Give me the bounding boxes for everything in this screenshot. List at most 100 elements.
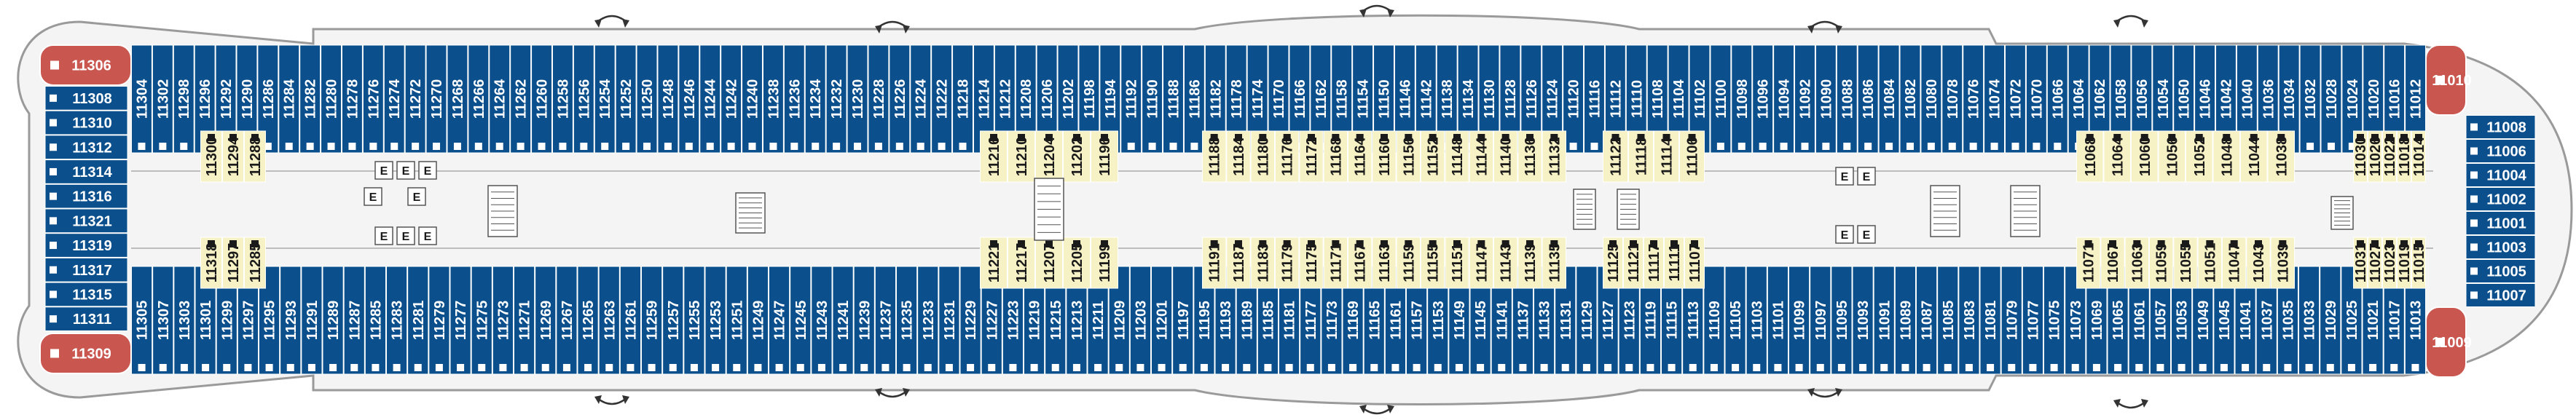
- cabin-11229[interactable]: [959, 266, 981, 375]
- cabin-11030[interactable]: [2353, 130, 2368, 183]
- cabin-11264[interactable]: [489, 44, 511, 154]
- cabin-11285[interactable]: [364, 266, 387, 375]
- cabin-11247[interactable]: [769, 266, 790, 375]
- cabin-11250[interactable]: [636, 44, 658, 154]
- cabin-11014[interactable]: [2411, 130, 2426, 183]
- cabin-11051[interactable]: [2197, 237, 2223, 289]
- cabin-11080[interactable]: [1920, 44, 1942, 154]
- cabin-11265[interactable]: [577, 266, 599, 375]
- cabin-11260[interactable]: [531, 44, 552, 154]
- cabin-11083[interactable]: [1958, 266, 1980, 375]
- cabin-11251[interactable]: [726, 266, 747, 375]
- cabin-11308[interactable]: [44, 86, 128, 111]
- cabin-11232[interactable]: [825, 44, 847, 154]
- cabin-11240[interactable]: [742, 44, 763, 154]
- cabin-11088[interactable]: [1836, 44, 1858, 154]
- cabin-11238[interactable]: [762, 44, 784, 154]
- cabin-11314[interactable]: [44, 159, 128, 184]
- cabin-11082[interactable]: [1899, 44, 1921, 154]
- suite-11309[interactable]: 11309: [39, 333, 132, 374]
- cabin-11293[interactable]: [280, 266, 302, 375]
- cabin-11022[interactable]: [2382, 130, 2397, 183]
- cabin-11197[interactable]: [1172, 266, 1194, 375]
- cabin-11321[interactable]: [44, 208, 128, 234]
- cabin-11071[interactable]: [2076, 237, 2101, 289]
- cabin-11237[interactable]: [874, 266, 897, 375]
- cabin-11274[interactable]: [383, 44, 405, 154]
- cabin-11032[interactable]: [2299, 44, 2321, 154]
- cabin-11078[interactable]: [1941, 44, 1963, 154]
- cabin-11262[interactable]: [510, 44, 532, 154]
- cabin-11268[interactable]: [447, 44, 468, 154]
- suite-11009[interactable]: 11009: [2425, 306, 2472, 378]
- cabin-11075[interactable]: [2043, 266, 2065, 375]
- cabin-11084[interactable]: [1878, 44, 1900, 154]
- cabin-11094[interactable]: [1773, 44, 1795, 154]
- cabin-11097[interactable]: [1810, 266, 1831, 375]
- cabin-11224[interactable]: [910, 44, 932, 154]
- suite-11010[interactable]: 11010: [2425, 44, 2472, 116]
- cabin-11101[interactable]: [1767, 266, 1788, 375]
- cabin-11278[interactable]: [341, 44, 363, 154]
- cabin-11018[interactable]: [2397, 130, 2411, 183]
- cabin-11028[interactable]: [2320, 44, 2342, 154]
- cabin-11031[interactable]: [2353, 237, 2368, 289]
- cabin-11252[interactable]: [615, 44, 637, 154]
- cabin-11275[interactable]: [471, 266, 492, 375]
- cabin-11307[interactable]: [152, 266, 174, 375]
- cabin-11019[interactable]: [2397, 237, 2411, 289]
- cabin-11261[interactable]: [619, 266, 641, 375]
- cabin-11188[interactable]: [1163, 44, 1184, 154]
- cabin-11256[interactable]: [573, 44, 594, 154]
- cabin-11245[interactable]: [790, 266, 812, 375]
- cabin-11024[interactable]: [2341, 44, 2363, 154]
- cabin-11033[interactable]: [2298, 266, 2320, 375]
- cabin-11066[interactable]: [2046, 44, 2068, 154]
- cabin-11279[interactable]: [428, 266, 450, 375]
- cabin-11015[interactable]: [2411, 237, 2426, 289]
- cabin-11228[interactable]: [868, 44, 890, 154]
- cabin-11025[interactable]: [2341, 266, 2363, 375]
- cabin-11103[interactable]: [1746, 266, 1767, 375]
- cabin-11272[interactable]: [404, 44, 426, 154]
- cabin-11304[interactable]: [131, 44, 152, 154]
- cabin-11249[interactable]: [747, 266, 769, 375]
- cabin-11282[interactable]: [299, 44, 321, 154]
- cabin-11093[interactable]: [1852, 266, 1874, 375]
- cabin-11273[interactable]: [492, 266, 514, 375]
- cabin-11098[interactable]: [1731, 44, 1753, 154]
- cabin-11263[interactable]: [598, 266, 620, 375]
- cabin-11027[interactable]: [2368, 237, 2382, 289]
- cabin-11235[interactable]: [896, 266, 918, 375]
- cabin-11109[interactable]: [1703, 266, 1725, 375]
- cabin-11258[interactable]: [551, 44, 573, 154]
- cabin-11086[interactable]: [1857, 44, 1879, 154]
- cabin-11087[interactable]: [1916, 266, 1938, 375]
- cabin-11266[interactable]: [468, 44, 490, 154]
- cabin-11270[interactable]: [425, 44, 447, 154]
- cabin-11072[interactable]: [2005, 44, 2026, 154]
- cabin-11281[interactable]: [407, 266, 429, 375]
- cabin-11070[interactable]: [2025, 44, 2047, 154]
- cabin-11201[interactable]: [1151, 266, 1173, 375]
- cabin-11254[interactable]: [594, 44, 616, 154]
- cabin-11160[interactable]: [1372, 130, 1397, 183]
- suite-11306[interactable]: 11306: [39, 44, 132, 86]
- cabin-11218[interactable]: [952, 44, 973, 154]
- cabin-11076[interactable]: [1963, 44, 1984, 154]
- cabin-11244[interactable]: [699, 44, 721, 154]
- cabin-11186[interactable]: [1183, 44, 1205, 154]
- cabin-11239[interactable]: [853, 266, 875, 375]
- cabin-11291[interactable]: [301, 266, 323, 375]
- cabin-11079[interactable]: [2000, 266, 2022, 375]
- cabin-11310[interactable]: [44, 110, 128, 135]
- cabin-11099[interactable]: [1788, 266, 1810, 375]
- cabin-11230[interactable]: [847, 44, 868, 154]
- cabin-11192[interactable]: [1120, 44, 1142, 154]
- cabin-11295[interactable]: [259, 266, 280, 375]
- cabin-11305[interactable]: [131, 266, 153, 375]
- cabin-11302[interactable]: [152, 44, 173, 154]
- cabin-11277[interactable]: [449, 266, 471, 375]
- cabin-11236[interactable]: [783, 44, 805, 154]
- cabin-11242[interactable]: [720, 44, 742, 154]
